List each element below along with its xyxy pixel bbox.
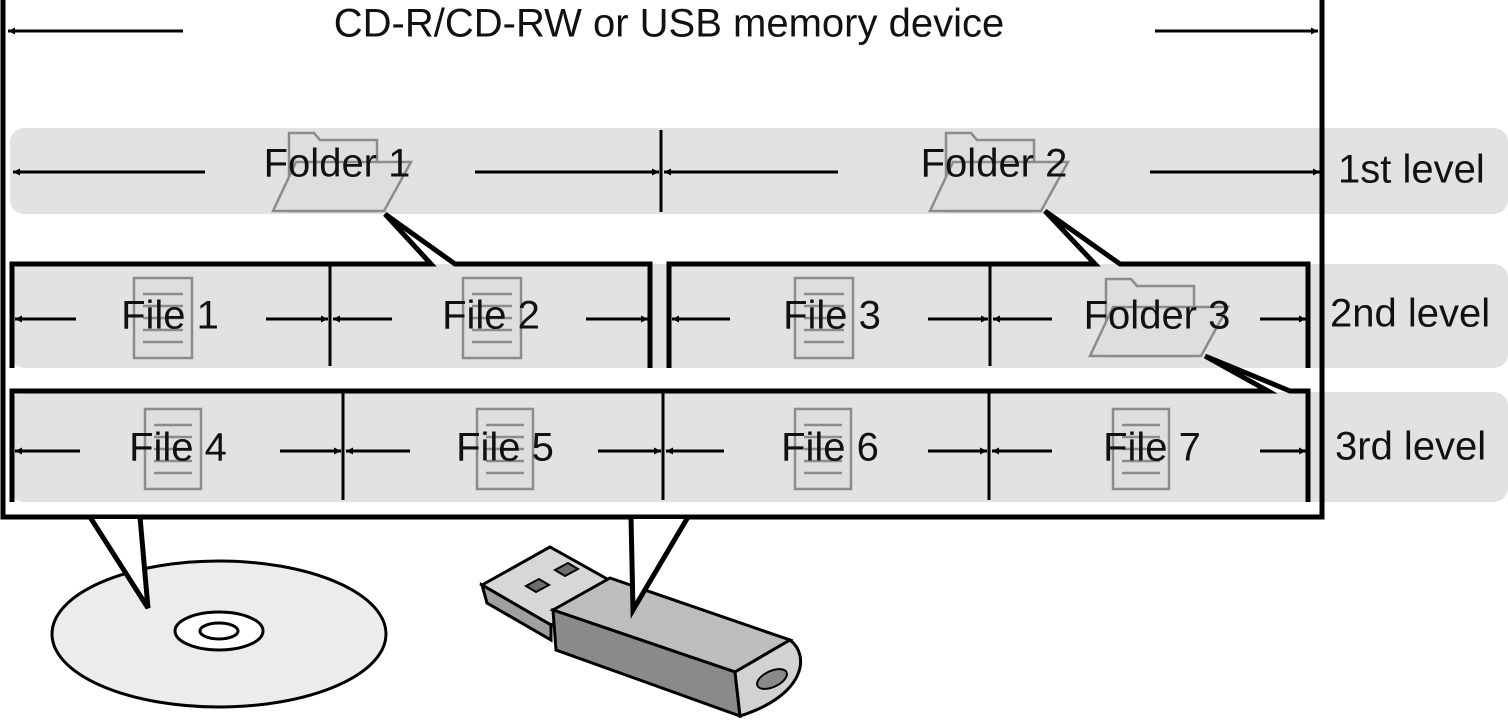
usb-callout (628, 515, 691, 619)
file-icon (143, 407, 203, 491)
file-icon (475, 407, 535, 491)
file2-label: File 2 (442, 294, 540, 338)
device-frame (0, 0, 1325, 520)
file-icon (461, 276, 523, 360)
cd-callout (87, 515, 151, 610)
folder2-label: Folder 2 (921, 142, 1068, 186)
file1-label: File 1 (121, 294, 219, 338)
file-icon (793, 407, 853, 491)
folder2-callout-box (666, 208, 1311, 368)
device-title: CD-R/CD-RW or USB memory device (334, 2, 1004, 46)
level2-label: 2nd level (1330, 292, 1490, 336)
level1-label: 1st level (1338, 148, 1485, 192)
folder3-label: Folder 3 (1084, 294, 1231, 338)
usb-stick-icon (478, 545, 803, 719)
cd-disc-icon (50, 559, 388, 709)
folder-icon (271, 131, 414, 213)
file5-label: File 5 (456, 426, 554, 470)
folder-icon (928, 131, 1071, 213)
file-icon (132, 276, 194, 360)
file-icon (793, 276, 855, 360)
folder1-callout-box (9, 211, 653, 368)
level3-band (10, 392, 1508, 502)
file4-label: File 4 (129, 426, 227, 470)
file7-label: File 7 (1103, 426, 1201, 470)
file3-label: File 3 (783, 294, 881, 338)
level2-band (10, 264, 1508, 368)
file-icon (1111, 407, 1171, 491)
folder-icon (1088, 277, 1231, 358)
file6-label: File 6 (781, 426, 879, 470)
folder3-callout-box (9, 353, 1311, 502)
level3-label: 3rd level (1335, 425, 1486, 469)
folder1-label: Folder 1 (264, 142, 411, 186)
